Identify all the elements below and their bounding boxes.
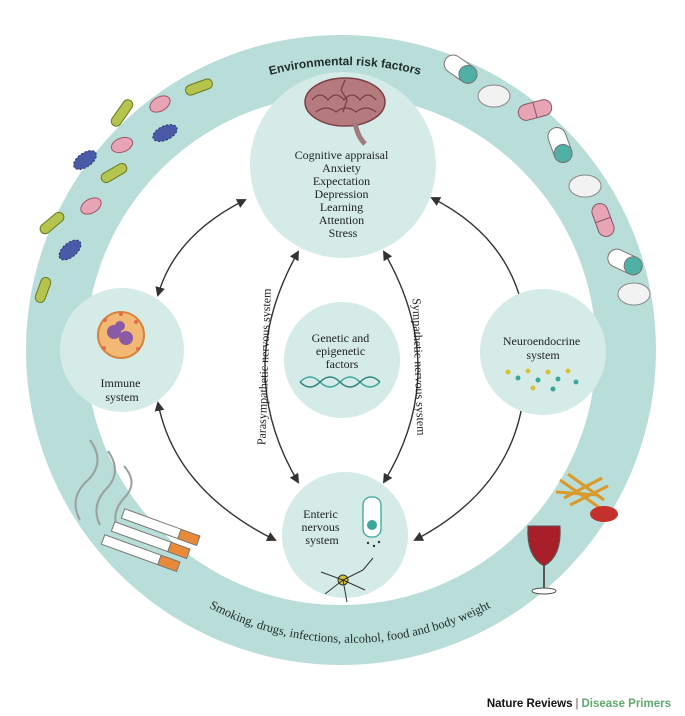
immune-line-1: Immune — [101, 376, 141, 390]
pills-icon-group — [443, 54, 651, 306]
enteric-cell-icon — [362, 496, 382, 548]
publisher-footer: Nature Reviews|Disease Primers — [487, 698, 671, 710]
svg-text:Immune system: Immune system — [101, 376, 144, 404]
footer-separator: | — [575, 698, 579, 710]
interaction-arrows — [154, 197, 527, 541]
genetic-line-2: epigenetic — [316, 344, 365, 358]
rod-bacterium-icon — [110, 99, 134, 127]
arrow-immune-enteric — [154, 401, 277, 541]
cocci-bacterium-icon — [80, 197, 102, 215]
sympathetic-label: Sympathetic nervous system — [410, 298, 429, 436]
footer-series: Disease Primers — [581, 698, 671, 710]
spiky-bacterium-icon — [152, 124, 178, 142]
rod-bacterium-icon — [39, 211, 65, 235]
arrow-neuroendocrine-enteric — [413, 398, 527, 541]
neuroendocrine-line-1: Neuroendocrine — [503, 334, 580, 348]
arrow-brain-immune — [155, 199, 247, 297]
svg-text:Enteric nervous sy: Enteric nervous system — [302, 507, 343, 547]
brain-icon — [304, 77, 386, 146]
footer-brand: Nature Reviews — [486, 698, 573, 710]
arrow-parasympathetic — [264, 250, 299, 484]
rod-bacterium-icon — [100, 163, 128, 183]
brain-line-2: Anxiety — [322, 161, 361, 175]
capsule-icon — [517, 99, 553, 121]
brain-node: Cognitive appraisal Anxiety Expectation … — [250, 72, 436, 258]
parasympathetic-label: Parasympathetic nervous system — [254, 288, 273, 446]
smoke-icon — [74, 439, 133, 531]
hormone-dots-icon — [505, 368, 579, 392]
arrow-brain-neuroendocrine — [430, 197, 525, 307]
environmental-ring — [26, 35, 656, 665]
enteric-node: Enteric nervous system — [282, 472, 408, 603]
brain-line-4: Depression — [315, 187, 369, 201]
enteric-line-3: system — [305, 533, 339, 547]
rod-bacterium-icon — [34, 276, 52, 304]
cigarettes-icon — [100, 508, 201, 573]
capsule-icon — [443, 54, 478, 84]
neuroendocrine-line-2: system — [526, 348, 560, 362]
neuroendocrine-node: Neuroendocrine system — [480, 289, 606, 415]
dna-icon — [299, 376, 381, 388]
enteric-line-1: Enteric — [303, 507, 338, 521]
svg-text:Neuroendocrine system: Neuroendocrine system — [503, 334, 583, 362]
enteric-line-2: nervous — [302, 520, 340, 534]
arrow-sympathetic — [382, 250, 419, 484]
ketchup-icon — [590, 506, 618, 522]
capsule-icon — [547, 127, 573, 163]
capsule-icon — [607, 248, 643, 276]
neuron-icon — [320, 557, 374, 603]
immune-node: Immune system — [60, 288, 184, 412]
genetic-node: Genetic and epigenetic factors — [284, 302, 400, 418]
fries-icon — [555, 472, 609, 510]
bacteria-icon-group — [34, 78, 213, 304]
tablet-icon — [477, 84, 511, 108]
brain-line-5: Learning — [320, 200, 363, 214]
tablet-icon — [617, 282, 651, 306]
immune-line-2: system — [105, 390, 139, 404]
rod-bacterium-icon — [185, 78, 213, 96]
brain-line-7: Stress — [329, 226, 358, 240]
capsule-icon — [591, 203, 615, 237]
cocci-bacterium-icon — [149, 95, 171, 113]
spiky-bacterium-icon — [73, 150, 97, 170]
brain-line-1: Cognitive appraisal — [295, 148, 389, 162]
cocci-bacterium-icon — [110, 136, 134, 154]
tablet-icon — [568, 174, 602, 198]
genetic-line-1: Genetic and — [312, 331, 370, 345]
brain-line-6: Attention — [319, 213, 364, 227]
svg-text:Cognitive appraisal Anxi: Cognitive appraisal Anxiety Expectation … — [295, 148, 392, 240]
immune-cell-icon — [97, 311, 145, 359]
genetic-line-3: factors — [326, 357, 359, 371]
spiky-bacterium-icon — [58, 239, 82, 261]
brain-line-3: Expectation — [313, 174, 370, 188]
svg-text:Genetic and epigenetic: Genetic and epigenetic factors — [312, 331, 373, 371]
wine-glass-icon — [527, 525, 561, 595]
